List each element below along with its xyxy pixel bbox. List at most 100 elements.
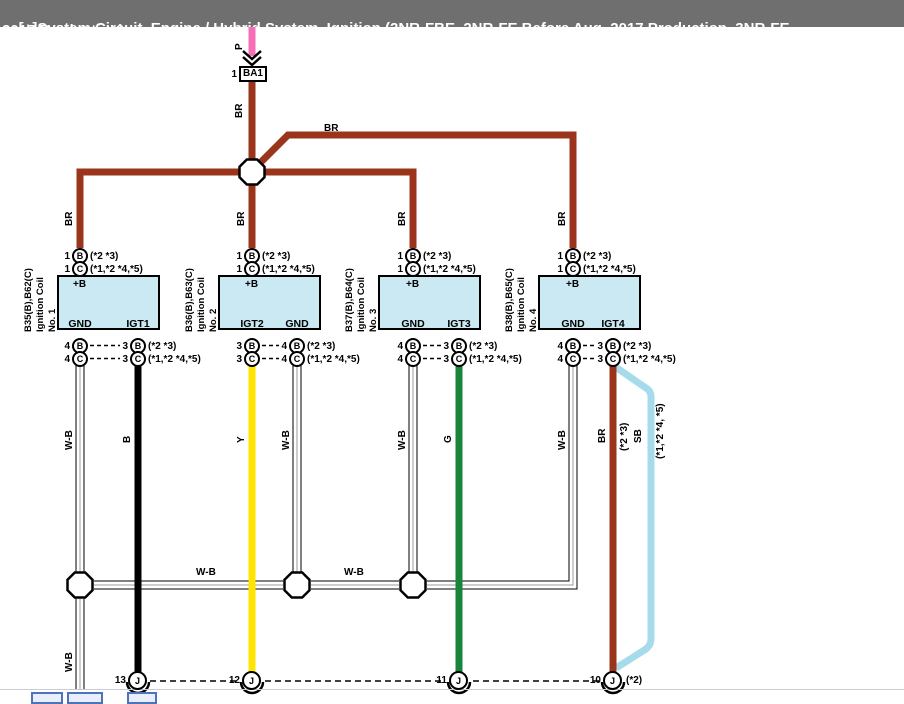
br-pin-c[interactable]: C — [605, 350, 621, 367]
ignition-coil-1: B35(B),B62(C) Ignition Coil No. 1 1 B (*… — [0, 240, 220, 372]
j-connector-num: 12 — [228, 675, 240, 686]
wire-label-wb-4: W-B — [557, 430, 568, 450]
chevron-down-icon — [242, 50, 262, 67]
j-connector-cups — [125, 681, 626, 695]
top-pin-b[interactable]: B — [244, 247, 260, 264]
expand-toggle[interactable]: [+] — [19, 20, 38, 27]
junction-octagons — [66, 158, 427, 599]
br-pin-b[interactable]: B — [130, 337, 146, 354]
coil-name: Ignition Coil — [356, 277, 367, 332]
bl-pin-c[interactable]: C — [565, 350, 581, 367]
coil-box[interactable] — [538, 275, 641, 330]
ignition-coil-3: B37(B),B64(C) Ignition Coil No. 3 1 B (*… — [321, 240, 541, 372]
clipped-link-box[interactable] — [67, 692, 103, 704]
top-pin-ann-c: (*1,*2 *4,*5) — [262, 263, 315, 275]
top-pin-c[interactable]: C — [72, 260, 88, 277]
top-pin-c[interactable]: C — [244, 260, 260, 277]
wire-label-wb-tail: W-B — [64, 652, 75, 672]
terminal-label-left: IGT2 — [240, 318, 264, 330]
wire-label-wb-1: W-B — [64, 430, 75, 450]
top-pin-ann-c: (*1,*2 *4,*5) — [90, 263, 143, 275]
plus-b-label: +B — [566, 279, 580, 290]
bus-label-wb-1: W-B — [196, 567, 216, 578]
j-connector-num: 10 — [589, 675, 601, 686]
br-pin-ann-b: (*2 *3) — [469, 340, 498, 352]
coil-id: B35(B),B62(C) — [23, 268, 34, 332]
br-pin-num-c: 3 — [122, 353, 128, 365]
j-connector-11[interactable]: J — [449, 671, 468, 690]
coil-name: Ignition Coil — [35, 277, 46, 332]
coil-no: No. 4 — [528, 308, 539, 332]
coil-box[interactable] — [218, 275, 321, 330]
bl-pin-num-c: 3 — [236, 353, 242, 365]
bl-pin-num-c: 4 — [397, 353, 403, 365]
bl-pin-c[interactable]: C — [72, 350, 88, 367]
j-connector-12[interactable]: J — [242, 671, 261, 690]
bl-pin-num-c: 4 — [64, 353, 70, 365]
br-pin-c[interactable]: C — [289, 350, 305, 367]
clipped-link-box[interactable] — [31, 692, 63, 704]
wire-label-y: Y — [236, 436, 247, 443]
top-pin-ann-b: (*2 *3) — [583, 250, 612, 262]
coil-box[interactable] — [57, 275, 160, 330]
sb-wire — [612, 363, 655, 671]
coil-name: Ignition Coil — [196, 277, 207, 332]
terminal-label-left: GND — [401, 318, 425, 330]
j-connector-13[interactable]: J — [128, 671, 147, 690]
br-pin-num-b: 3 — [122, 340, 128, 352]
top-pin-num-b: 1 — [64, 250, 70, 262]
br-pin-c[interactable]: C — [451, 350, 467, 367]
coil-name: Ignition Coil — [516, 277, 527, 332]
wire-label-br-drop4: BR — [557, 211, 568, 226]
top-pin-ann-b: (*2 *3) — [262, 250, 291, 262]
br-pin-num-b: 3 — [443, 340, 449, 352]
bus-label-wb-2: W-B — [344, 567, 364, 578]
br-pin-ann-c: (*1,*2 *4,*5) — [307, 353, 360, 365]
top-pin-num-c: 1 — [557, 263, 563, 275]
title-bar: [+]System Circuit Engine / Hybrid System… — [0, 0, 904, 27]
ignition-coil-4: B38(B),B65(C) Ignition Coil No. 4 1 B (*… — [481, 240, 701, 372]
wire-label-wb-2: W-B — [281, 430, 292, 450]
connector-ba1[interactable]: BA1 — [239, 66, 267, 82]
wire-label-br-drop3: BR — [397, 211, 408, 226]
ignition-coil-2: B36(B),B63(C) Ignition Coil No. 2 1 B (*… — [161, 240, 381, 372]
bl-pin-num-b: 4 — [557, 340, 563, 352]
terminal-label-right: IGT1 — [126, 318, 150, 330]
top-pin-ann-c: (*1,*2 *4,*5) — [583, 263, 636, 275]
bl-pin-num-c: 4 — [557, 353, 563, 365]
br-pin-num-b: 3 — [597, 340, 603, 352]
bl-pin-c[interactable]: C — [244, 350, 260, 367]
clipped-link-box[interactable] — [127, 692, 157, 704]
top-pin-c[interactable]: C — [565, 260, 581, 277]
br-pin-ann-c: (*1,*2 *4,*5) — [623, 353, 676, 365]
br-pin-num-c: 4 — [281, 353, 287, 365]
coil-no: No. 2 — [208, 308, 219, 332]
top-pin-num-b: 1 — [397, 250, 403, 262]
coil-box[interactable] — [378, 275, 481, 330]
wire-label-p: P — [234, 43, 245, 50]
coil-id: B38(B),B65(C) — [504, 268, 515, 332]
coil-no: No. 1 — [47, 308, 58, 332]
ba1-pin-number: 1 — [231, 69, 237, 80]
diagram-bottom-divider — [0, 689, 904, 690]
wb-wires — [75, 365, 578, 690]
top-pin-num-c: 1 — [236, 263, 242, 275]
j-connector-10[interactable]: J — [603, 671, 622, 690]
bl-pin-c[interactable]: C — [405, 350, 421, 367]
br-pin-ann-b: (*2 *3) — [148, 340, 177, 352]
bl-pin-num-b: 3 — [236, 340, 242, 352]
wire-ann-sb: (*1,*2 *4, *5) — [655, 403, 666, 459]
wire-label-b: B — [122, 435, 133, 443]
br-pin-ann-b: (*2 *3) — [307, 340, 336, 352]
terminal-label-left: GND — [68, 318, 92, 330]
wire-label-g: G — [443, 435, 454, 443]
br-pin-c[interactable]: C — [130, 350, 146, 367]
top-pin-c[interactable]: C — [405, 260, 421, 277]
pin-dashes — [90, 344, 595, 360]
wire-label-br-igt4: BR — [597, 428, 608, 443]
br-pin-ann-c: (*1,*2 *4,*5) — [469, 353, 522, 365]
bl-pin-num-b: 4 — [397, 340, 403, 352]
top-pin-num-c: 1 — [64, 263, 70, 275]
wire-label-br-drop2: BR — [236, 211, 247, 226]
